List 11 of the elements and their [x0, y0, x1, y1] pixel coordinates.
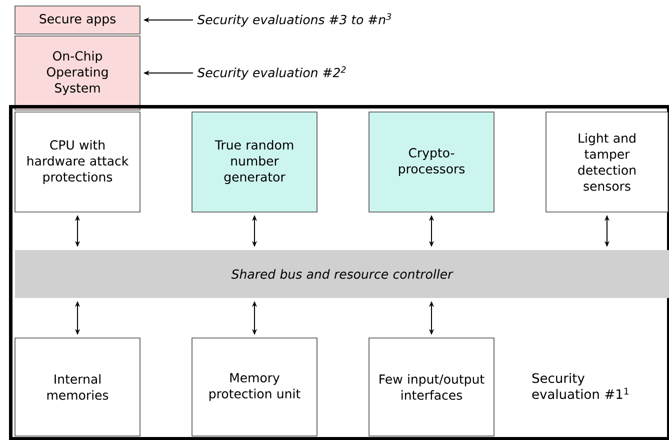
component-box: Light and tamper detection sensors [546, 112, 668, 212]
evaluation-label: Security evaluations #3 to #n$^{3}$ [197, 13, 392, 27]
evaluation-label: Security evaluation #2$^{2}$ [197, 66, 346, 80]
bus-band: Shared bus and resource controller [15, 250, 669, 298]
component-box: True random number generator [192, 112, 318, 212]
software-layer-box: Secure apps [14, 6, 140, 34]
component-box: Crypto-processors [368, 112, 494, 212]
component-box: Few input/output interfaces [368, 338, 494, 436]
component-box: Memory protection unit [192, 338, 318, 436]
component-box: Internal memories [14, 338, 140, 436]
component-box: CPU with hardware attack protections [14, 112, 140, 212]
